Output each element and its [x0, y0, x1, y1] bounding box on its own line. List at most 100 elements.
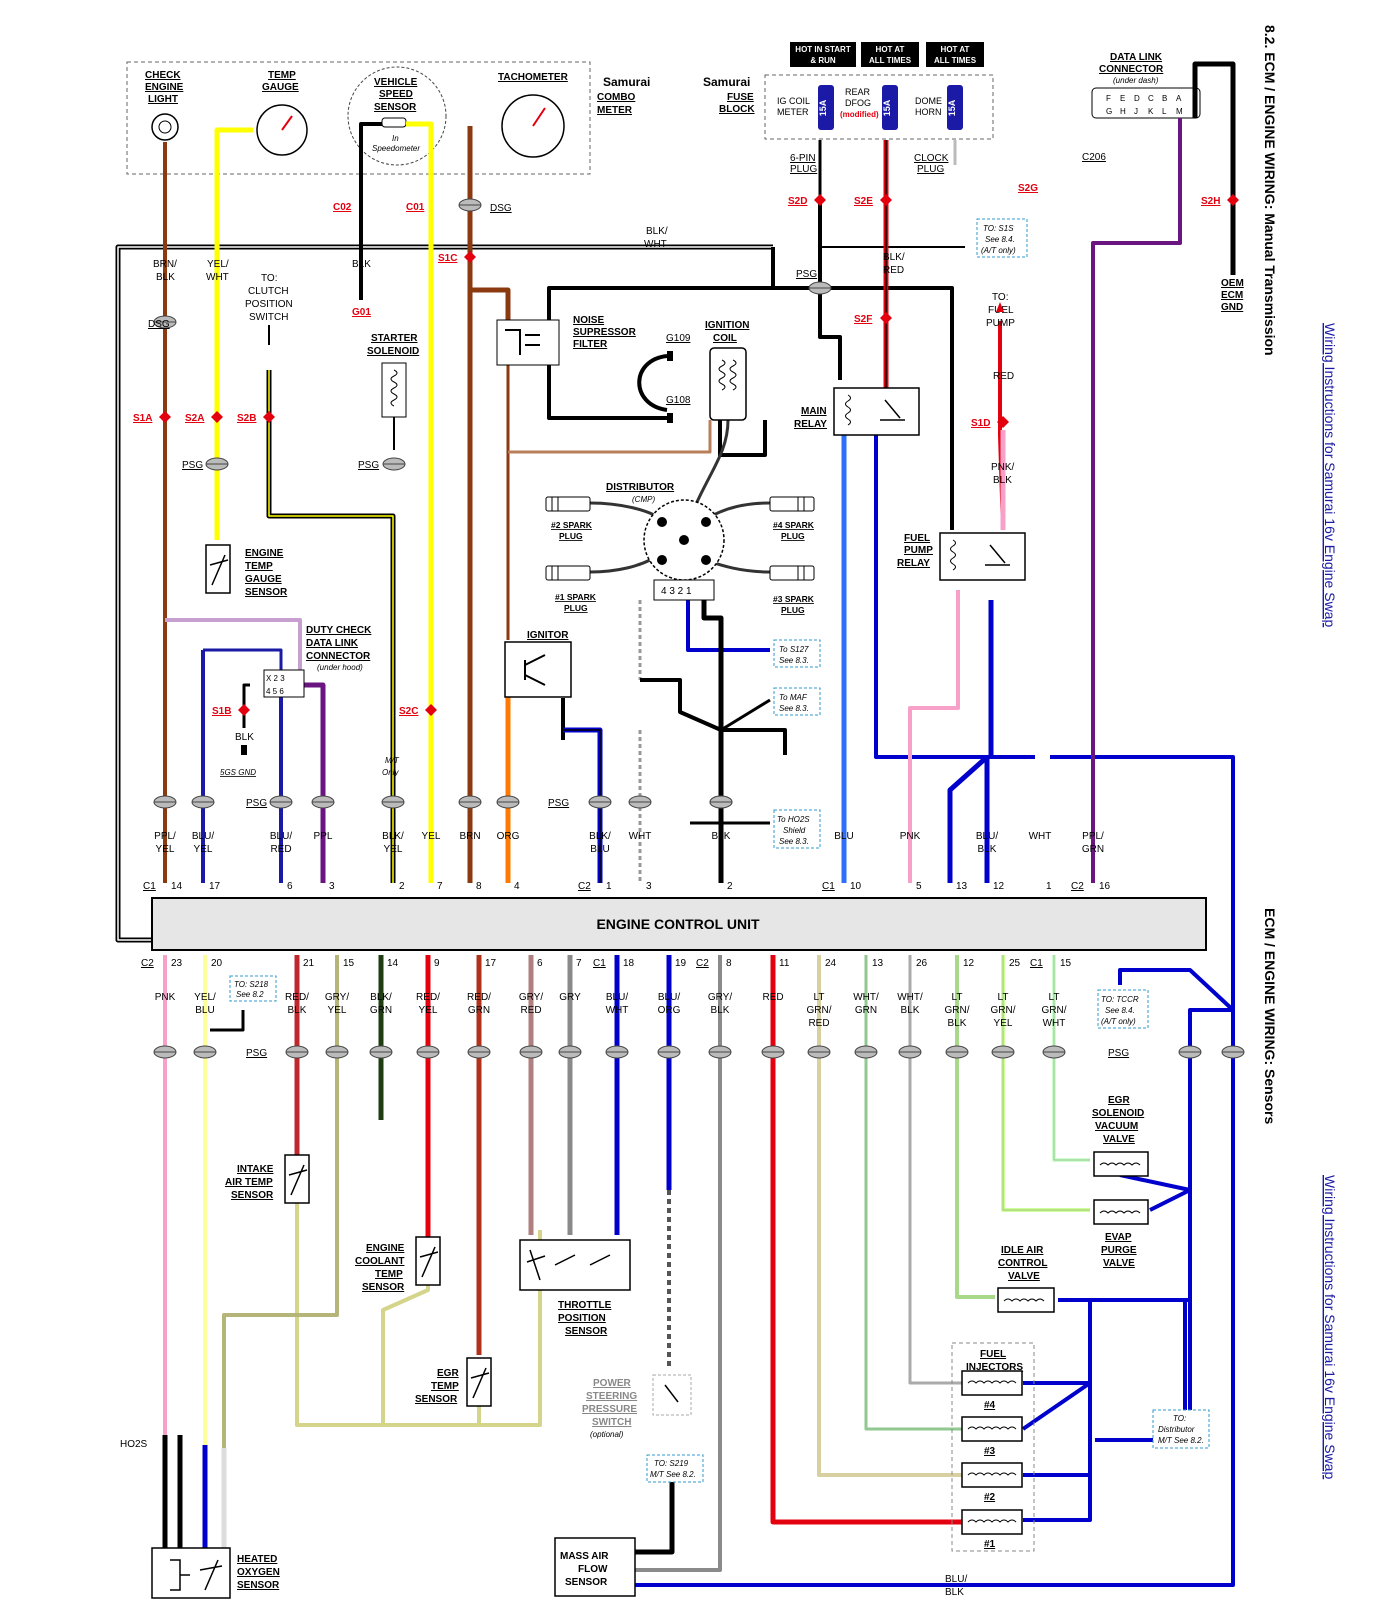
dlc-pin: J: [1134, 107, 1138, 116]
ecu-top-wire-color: PPL: [314, 831, 333, 842]
capacitor-icon: [505, 329, 540, 355]
starter-label: SOLENOID: [367, 346, 419, 357]
svg-text:(A/T only): (A/T only): [981, 246, 1016, 255]
temp-needle: [281, 115, 293, 131]
ecu-top-wire-color: GRN: [1082, 844, 1104, 855]
ecu-top-pin-labels: PPL/YEL14C1BLU/YEL17BLU/RED6PPL3BLK/YEL2…: [143, 831, 1111, 892]
ecu-bottom-wire-color: BLK: [288, 1005, 307, 1016]
engine-temp-label: GAUGE: [245, 574, 282, 585]
dlc-pin: H: [1120, 107, 1126, 116]
distributor-label: (CMP): [632, 495, 655, 504]
ecu-top-pin-number: 1: [1046, 881, 1052, 892]
ecu-bottom-wire-color: WHT: [606, 1005, 629, 1016]
wire-main-relay-1: [818, 288, 842, 380]
engine-temp-label: SENSOR: [245, 587, 288, 598]
ecu-bottom-pin-labels: 23C2PNK20YEL/BLU21RED/BLK15GRY/YEL14BLK/…: [141, 958, 1072, 1029]
title-top: 8.2. ECM / ENGINE WIRING: Manual Transmi…: [1262, 25, 1278, 356]
maf-label: FLOW: [578, 1564, 608, 1575]
splice-label: S2D: [788, 196, 807, 207]
vss-sensor-icon: [381, 117, 407, 128]
link-top-text[interactable]: Wiring Instructions for Samurai 16v Engi…: [1322, 323, 1338, 627]
ecu-top-wire-color: YEL: [384, 844, 403, 855]
wire-stripe: [1053, 955, 1090, 1161]
splice-marker: [880, 312, 892, 324]
ecu-connector-label: C2: [696, 958, 709, 969]
dlc-title: DATA LINK: [1110, 52, 1163, 63]
transistor-icon: [524, 654, 546, 686]
potentiometer-icon: [526, 1249, 611, 1281]
svg-text:TO:: TO:: [1173, 1414, 1186, 1423]
lamp-icon: [158, 120, 172, 134]
splice-label: S1D: [971, 418, 990, 429]
ecu-bottom-wire-color: GRY/: [325, 992, 349, 1003]
thermistor-icon: [209, 554, 229, 586]
wire-ppl-yel-duty: [165, 618, 302, 680]
ecu-top-wire-color: BLK: [712, 831, 731, 842]
duty-label: DATA LINK: [306, 638, 359, 649]
ecu-bottom-wire-color: WHT/: [853, 992, 879, 1003]
injectors: #4#3#2#1: [961, 1370, 1023, 1550]
terminal-icon: [657, 517, 667, 527]
wire-stripe: [1002, 955, 1090, 1211]
wire-label: WHT: [644, 239, 667, 250]
clock-plug-label: PLUG: [917, 164, 944, 175]
ecu-bottom-pin-number: 9: [434, 958, 440, 969]
ecu-bottom-wire-color: RED: [762, 992, 783, 1003]
ecu-top-wire-color: PPL/: [154, 831, 176, 842]
terminal-icon: [657, 555, 667, 565]
solenoid-coil-icon: [1003, 1298, 1045, 1302]
wire-label: BLK: [352, 259, 371, 270]
ecu-top-pin-number: 5: [916, 881, 922, 892]
ecu-top-pin-number: 14: [171, 881, 183, 892]
ecu-bottom-wire-color: GRN/: [991, 1005, 1016, 1016]
instructions-link-top[interactable]: Wiring Instructions for Samurai 16v Engi…: [1322, 323, 1338, 627]
ecu-bottom-wire-color: LT: [814, 992, 825, 1003]
ecu-top-pin-number: 1: [606, 881, 612, 892]
svg-text:Shield: Shield: [783, 826, 806, 835]
iat-sensor-icon: [284, 1154, 310, 1204]
noise-label: SUPRESSOR: [573, 327, 637, 338]
ign-coil-label: COIL: [713, 333, 737, 344]
spark3-label: PLUG: [781, 605, 805, 615]
wire-to-s127: [686, 600, 770, 652]
ecu-top-pin-number: 16: [1099, 881, 1111, 892]
fuse-1-label: IG COIL: [777, 96, 810, 106]
rotor-icon: [679, 535, 689, 545]
link-bottom-text[interactable]: Wiring Instructions for Samurai 16v Engi…: [1322, 1175, 1338, 1479]
svg-text:(A/T only): (A/T only): [1101, 1017, 1136, 1026]
check-engine-label: CHECK: [145, 70, 181, 81]
fuse-header-1: [790, 42, 856, 67]
wire-gry-yel: [222, 955, 339, 1448]
evap-label: EVAP: [1105, 1232, 1132, 1243]
connector-label: PSG: [182, 460, 203, 471]
splice-marker: [211, 411, 223, 423]
ecu-bottom-pin-number: 14: [387, 958, 399, 969]
lower-components: TO: S218 See 8.2 TO: TCCR See 8.4. (A/T …: [120, 975, 1210, 1599]
splice-label: S2B: [237, 413, 256, 424]
wire-wht-blk: [908, 955, 962, 1385]
note-s127: To S127 See 8.3.: [773, 639, 821, 668]
vss-label: SENSOR: [374, 102, 417, 113]
duty-label: (under hood): [317, 663, 363, 672]
ecu-bottom-wire-color: GRN/: [807, 1005, 832, 1016]
coil-icon: [390, 369, 398, 407]
noise-filter-icon: [496, 319, 560, 366]
svg-text:M/T See 8.2.: M/T See 8.2.: [650, 1470, 696, 1479]
dlc-note: (under dash): [1113, 76, 1159, 85]
fuse-2-label: REAR: [845, 87, 871, 97]
wire-label: WHT: [206, 272, 229, 283]
engine-temp-label: ENGINE: [245, 548, 284, 559]
check-engine-label: LIGHT: [148, 94, 178, 105]
iac-label: CONTROL: [998, 1258, 1047, 1269]
splice-label: S2A: [185, 413, 204, 424]
ecu-top-wire-color: RED: [270, 844, 291, 855]
ecu-top-wire-color: BLU: [834, 831, 853, 842]
ect-label: SENSOR: [362, 1282, 405, 1293]
note-distributor: TO: Distributor M/T See 8.2.: [1152, 1409, 1210, 1449]
relay-switch-icon: [880, 399, 905, 421]
ecu-bottom-wire-color: WHT/: [897, 992, 923, 1003]
instructions-link-bottom[interactable]: Wiring Instructions for Samurai 16v Engi…: [1322, 1175, 1338, 1479]
ecu-bottom-wire-color: YEL: [419, 1005, 438, 1016]
mt-only-label: Only: [382, 768, 399, 777]
